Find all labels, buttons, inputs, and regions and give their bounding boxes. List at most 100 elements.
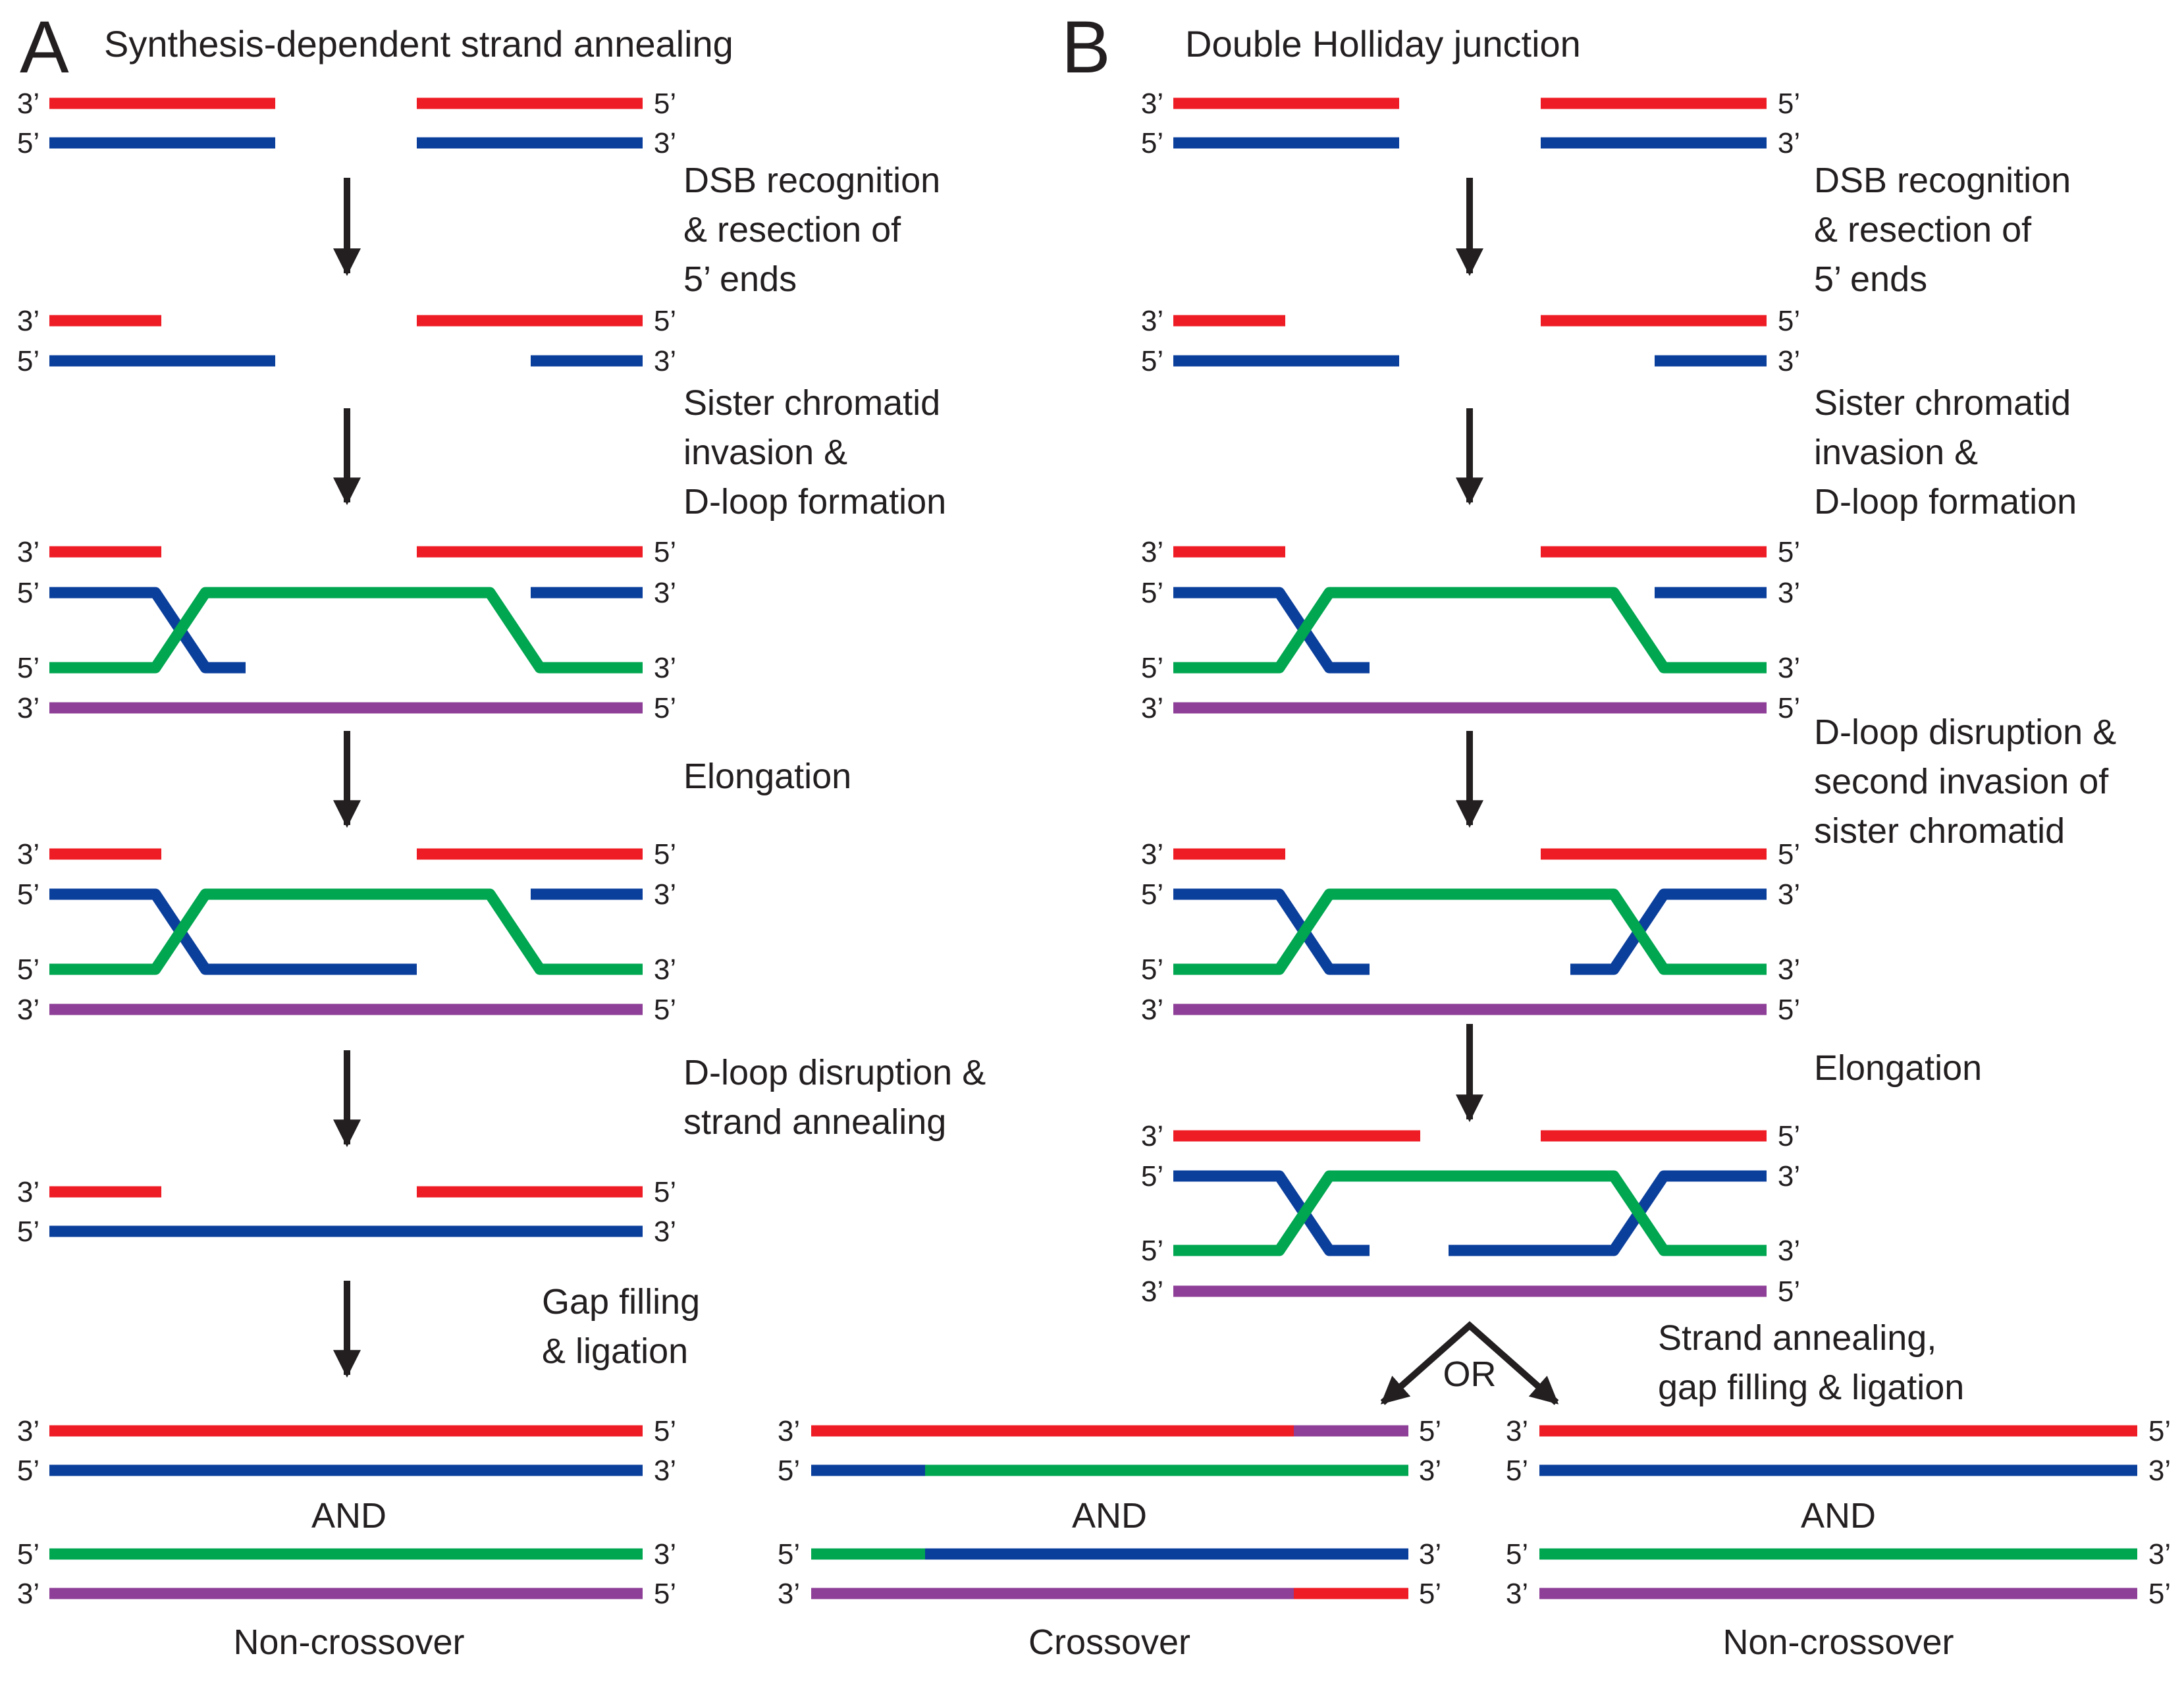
a0-red-left-end-label: 3’ [17,88,40,120]
a-out-green-right-end-label: 3’ [654,1538,676,1570]
c-out-bot2-right-end-label: 5’ [1419,1578,1441,1610]
svg-text:invasion &: invasion & [683,433,847,472]
svg-text:5’ ends: 5’ ends [683,259,797,299]
svg-text:Gap filling: Gap filling [542,1282,700,1322]
svg-text:5’ ends: 5’ ends [1814,259,1927,299]
n-out-purple-right-end-label: 5’ [2148,1578,2171,1610]
b4-blue-left-end-label: 5’ [1141,1160,1163,1192]
b3-blue-right-end-label: 3’ [1778,878,1800,911]
b1-blue-left-end-label: 5’ [1141,345,1163,377]
a1-blue-left-end-label: 5’ [17,345,40,377]
a3-red-left-end-label: 3’ [17,838,40,870]
a-out-blue-right-end-label: 3’ [654,1455,676,1487]
panel-a-step-1-label: DSB recognition & resection of 5’ ends [683,161,940,299]
panel-a-and-label: AND [311,1496,386,1536]
b1-red-right-end-label: 5’ [1778,305,1800,337]
panel-b-step-4-label: Elongation [1814,1048,1982,1088]
svg-text:Elongation: Elongation [1814,1048,1982,1088]
b2-purple-left-end-label: 3’ [1141,692,1163,724]
c-out-bot1-left-end-label: 5’ [778,1538,800,1570]
a3-blue-left-end-label: 5’ [17,878,40,911]
svg-text:Elongation: Elongation [683,757,851,796]
a-out-red-left-end-label: 3’ [17,1415,40,1447]
b3-blue-right [1570,888,1767,975]
c-out-top1-left-end-label: 3’ [778,1415,800,1447]
a4-blue-left-end-label: 5’ [17,1216,40,1248]
b2-green-template [1173,587,1767,674]
svg-text:gap filling & ligation: gap filling & ligation [1658,1368,1964,1407]
a-out-blue-left-end-label: 5’ [17,1455,40,1487]
svg-text:Sister chromatid: Sister chromatid [1814,383,2071,423]
a2-green-template [49,587,643,674]
a-out-green-left-end-label: 5’ [17,1538,40,1570]
svg-text:D-loop disruption &: D-loop disruption & [1814,712,2116,752]
b2-blue-left-end-label: 5’ [1141,577,1163,609]
b2-green-right-end-label: 3’ [1778,652,1800,684]
a2-green-right-end-label: 3’ [654,652,676,684]
b0-red-right-end-label: 5’ [1778,88,1800,120]
b3-green-template [1173,888,1767,975]
dna-strands [49,97,2137,1599]
b4-blue-left [1173,1170,1370,1256]
panel-a-title: Synthesis-dependent strand annealing [104,23,733,65]
c-out-bot1-right-end-label: 3’ [1419,1538,1441,1570]
n-out-blue-left-end-label: 5’ [1506,1455,1528,1487]
crossover-and-label: AND [1072,1496,1147,1536]
svg-text:sister chromatid: sister chromatid [1814,811,2065,851]
b4-blue-right [1449,1170,1767,1256]
noncrossover-outcome-label: Non-crossover [1722,1622,1954,1662]
a3-green-left-end-label: 5’ [17,953,40,986]
a2-green-left-end-label: 5’ [17,652,40,684]
a4-red-left-end-label: 3’ [17,1176,40,1208]
a3-purple-left-end-label: 3’ [17,994,40,1026]
a2-blue-left-end-label: 5’ [17,577,40,609]
svg-text:DSB recognition: DSB recognition [683,161,940,200]
svg-text:DSB recognition: DSB recognition [1814,161,2071,200]
b4-purple-right-end-label: 5’ [1778,1275,1800,1308]
svg-text:D-loop formation: D-loop formation [1814,482,2077,522]
crossover-outcome-label: Crossover [1028,1622,1190,1662]
step-arrows [333,178,1559,1405]
a-out-red-right-end-label: 5’ [654,1415,676,1447]
panel-b-step-1-label: DSB recognition & resection of 5’ ends [1814,161,2071,299]
svg-text:& resection of: & resection of [683,210,901,250]
b0-blue-left-end-label: 5’ [1141,127,1163,159]
b3-purple-right-end-label: 5’ [1778,994,1800,1026]
panel-b-letter: B [1061,6,1111,88]
a0-blue-left-end-label: 5’ [17,127,40,159]
panel-b-title: Double Holliday junction [1185,23,1581,65]
b4-green-right-end-label: 3’ [1778,1235,1800,1267]
b2-red-right-end-label: 5’ [1778,536,1800,568]
svg-text:D-loop formation: D-loop formation [683,482,946,522]
a-out-purple-right-end-label: 5’ [654,1578,676,1610]
n-out-red-left-end-label: 3’ [1506,1415,1528,1447]
b4-blue-right-end-label: 3’ [1778,1160,1800,1192]
strand-end-labels: 3’ 5’ 5’ 3’ 3’ 5’ 5’ 3’ 3’ 5’ 5’ 3’ 5’ 3’ 3’ 5’ 3’ 5’ 5’ 3’… [17,88,2171,1610]
b0-blue-right-end-label: 3’ [1778,127,1800,159]
a3-purple-right-end-label: 5’ [654,994,676,1026]
n-out-blue-right-end-label: 3’ [2148,1455,2171,1487]
b2-red-left-end-label: 3’ [1141,536,1163,568]
b2-purple-right-end-label: 5’ [1778,692,1800,724]
svg-text:D-loop disruption &: D-loop disruption & [683,1053,986,1092]
a2-purple-left-end-label: 3’ [17,692,40,724]
a2-red-right-end-label: 5’ [654,536,676,568]
b2-blue-right-end-label: 3’ [1778,577,1800,609]
panel-a-outcome-label: Non-crossover [233,1622,464,1662]
c-out-top1-right-end-label: 5’ [1419,1415,1441,1447]
or-label: OR [1443,1354,1497,1394]
n-out-green-left-end-label: 5’ [1506,1538,1528,1570]
svg-text:Strand annealing,: Strand annealing, [1658,1318,1936,1358]
svg-text:second invasion of: second invasion of [1814,762,2109,801]
b3-purple-left-end-label: 3’ [1141,994,1163,1026]
panel-a-letter: A [20,6,69,88]
a3-blue-right-end-label: 3’ [654,878,676,911]
a1-red-right-end-label: 5’ [654,305,676,337]
panel-a-step-3-label: Elongation [683,757,851,796]
a2-blue-right-end-label: 3’ [654,577,676,609]
b4-red-left-end-label: 3’ [1141,1120,1163,1152]
a1-red-left-end-label: 3’ [17,305,40,337]
b3-blue-left [1173,888,1370,975]
b3-green-right-end-label: 3’ [1778,953,1800,986]
